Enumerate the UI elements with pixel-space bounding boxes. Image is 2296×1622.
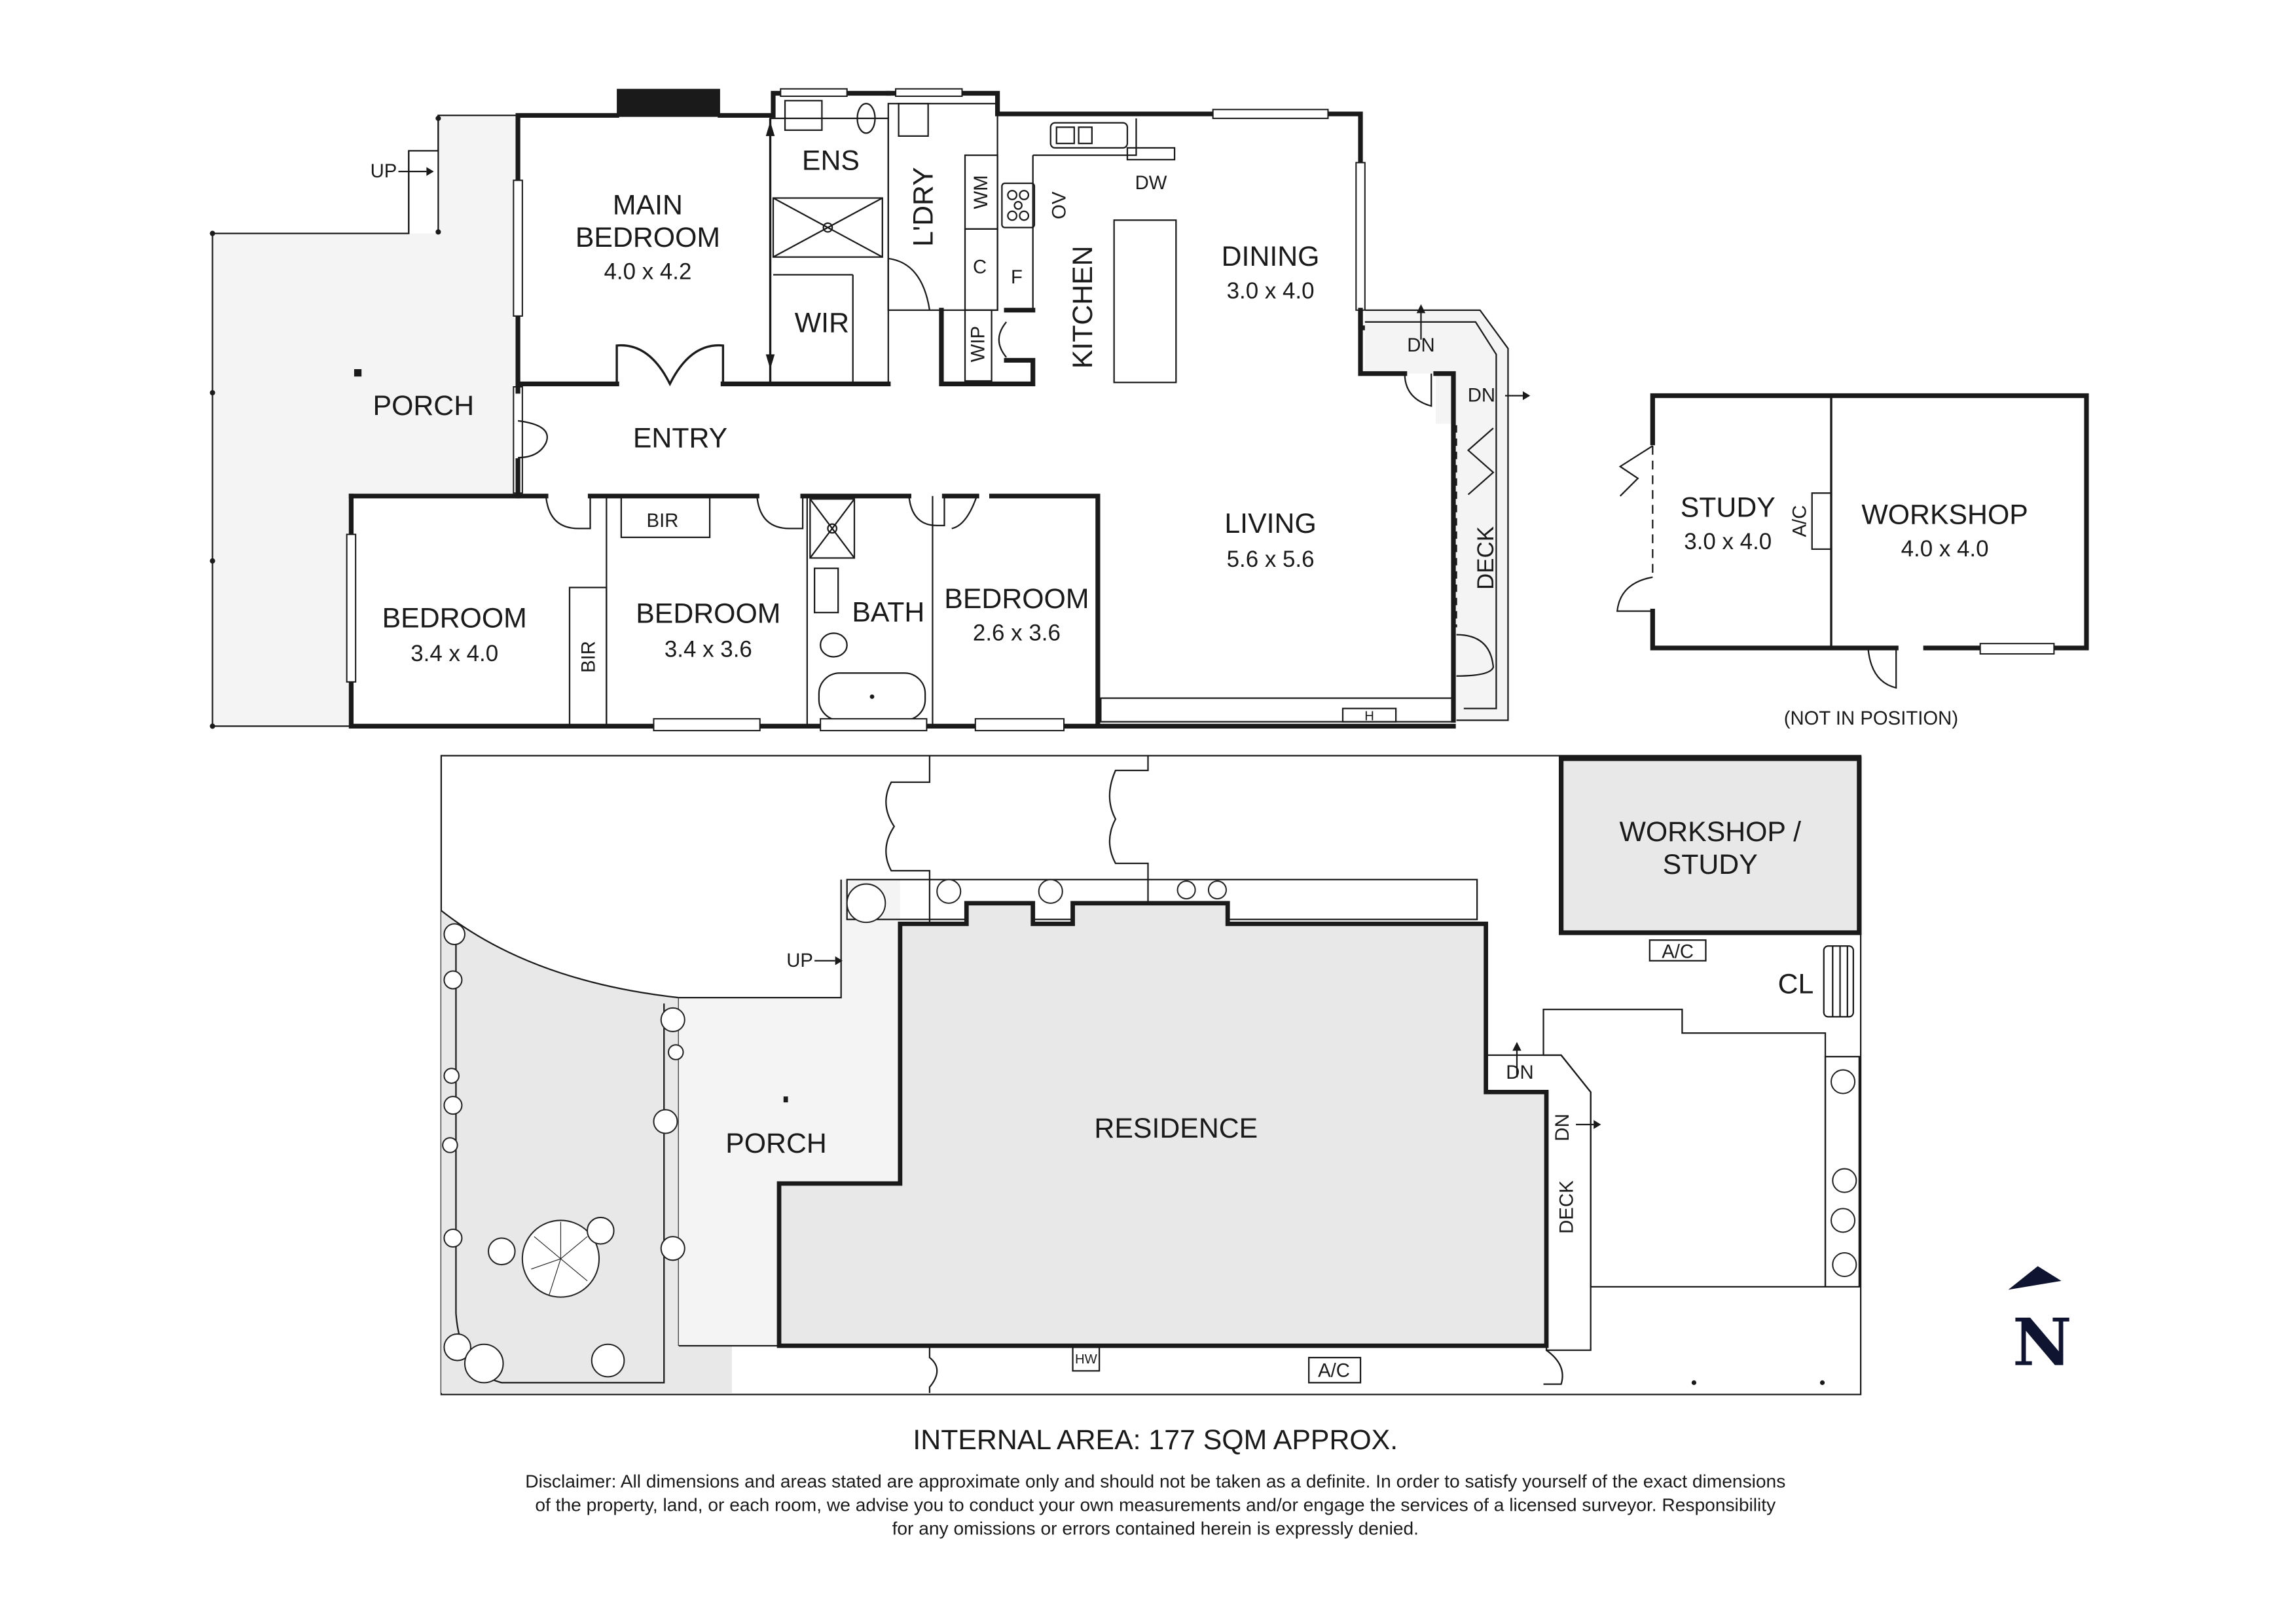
study-label: STUDY xyxy=(1681,492,1776,523)
workshop-study-label-line1: WORKSHOP / xyxy=(1619,816,1801,848)
bir-2-label: BIR xyxy=(647,510,679,532)
north-arrow-icon xyxy=(2008,1266,2062,1290)
bedroom-3-size: 2.6 x 3.6 xyxy=(973,621,1061,646)
kitchen-label: KITCHEN xyxy=(1067,245,1099,369)
site-plan: RESIDENCE PORCH UP DN DN DECK WORKSHOP /… xyxy=(440,755,1862,1396)
entry-label: ENTRY xyxy=(633,422,727,454)
bedroom-1-size: 3.4 x 4.0 xyxy=(410,641,498,666)
upper-floor-plan: UP PORCH MAIN BEDROOM 4.0 x 4.2 ENS WIR xyxy=(210,88,1531,732)
disclaimer-line-1: Disclaimer: All dimensions and areas sta… xyxy=(525,1470,1785,1491)
wir-label: WIR xyxy=(795,308,849,339)
main-bedroom-label-line2: BEDROOM xyxy=(575,222,720,253)
site-dn-label-2: DN xyxy=(1552,1113,1573,1141)
fridge-label: F xyxy=(1011,266,1023,288)
workshop-size: 4.0 x 4.0 xyxy=(1901,536,1989,562)
cupboard-c-label: C xyxy=(973,256,987,278)
dining-size: 3.0 x 4.0 xyxy=(1227,278,1315,304)
living-size: 5.6 x 5.6 xyxy=(1227,547,1315,572)
north-label: N xyxy=(2013,1305,2072,1380)
oven-label: OV xyxy=(1048,191,1070,219)
clothesline-label: CL xyxy=(1778,968,1814,1000)
site-up-label: UP xyxy=(786,950,813,971)
site-ac-bottom-label: A/C xyxy=(1318,1360,1350,1381)
site-dn-label-1: DN xyxy=(1506,1062,1533,1083)
disclaimer-line-3: for any omissions or errors contained he… xyxy=(892,1518,1419,1539)
workshop-study-label-line2: STUDY xyxy=(1663,849,1758,880)
footer: INTERNAL AREA: 177 SQM APPROX. Disclaime… xyxy=(525,1424,1785,1539)
main-bedroom-size: 4.0 x 4.2 xyxy=(604,259,691,284)
bedroom-2-label: BEDROOM xyxy=(636,598,780,630)
ensuite-label: ENS xyxy=(802,145,860,177)
internal-area-label: INTERNAL AREA: 177 SQM APPROX. xyxy=(913,1424,1398,1456)
north-arrow: N xyxy=(2008,1266,2072,1380)
site-deck-label: DECK xyxy=(1556,1180,1578,1234)
wip-label: WIP xyxy=(967,326,989,362)
disclaimer-line-2: of the property, land, or each room, we … xyxy=(535,1494,1776,1515)
bedroom-1-label: BEDROOM xyxy=(382,602,527,634)
living-label: LIVING xyxy=(1224,508,1316,539)
dining-label: DINING xyxy=(1222,241,1320,272)
site-ac-top-label: A/C xyxy=(1662,941,1694,962)
porch-label: PORCH xyxy=(373,390,475,422)
dishwasher-label: DW xyxy=(1135,172,1167,194)
bir-1-label: BIR xyxy=(577,641,599,673)
heater-label: H xyxy=(1364,709,1374,723)
outbuilding-ac-label: A/C xyxy=(1789,505,1811,537)
study-size: 3.0 x 4.0 xyxy=(1684,529,1772,554)
bedroom-3-label: BEDROOM xyxy=(944,583,1089,615)
deck-label: DECK xyxy=(1473,526,1499,590)
outbuilding-plan: STUDY 3.0 x 4.0 A/C WORKSHOP 4.0 x 4.0 (… xyxy=(1616,393,2089,729)
deck-dn-label-1: DN xyxy=(1407,334,1434,356)
not-in-position-note: (NOT IN POSITION) xyxy=(1784,708,1958,729)
site-porch-label: PORCH xyxy=(725,1128,827,1159)
deck-dn-label-2: DN xyxy=(1468,385,1495,406)
main-bedroom-label-line1: MAIN xyxy=(613,189,683,221)
hot-water-label: HW xyxy=(1075,1352,1098,1367)
residence-label: RESIDENCE xyxy=(1094,1113,1258,1144)
bedroom-2-size: 3.4 x 3.6 xyxy=(665,636,752,662)
wm-label: WM xyxy=(970,175,992,209)
porch-up-label: UP xyxy=(371,160,397,182)
tree-icons xyxy=(442,878,1857,1384)
laundry-label: L'DRY xyxy=(907,167,939,247)
bath-label: BATH xyxy=(852,596,924,628)
workshop-label: WORKSHOP xyxy=(1861,499,2028,531)
